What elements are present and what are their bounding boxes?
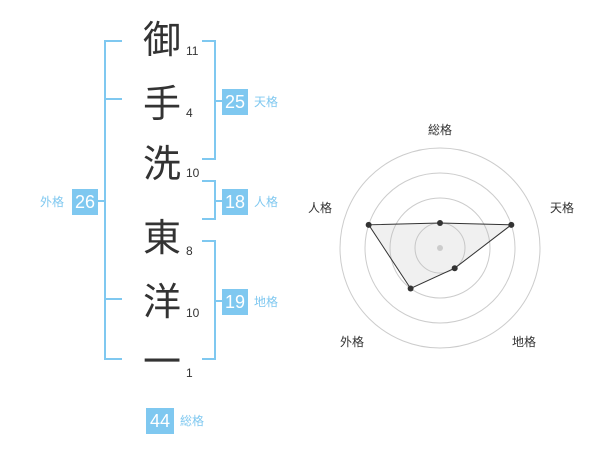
radar-point-3 <box>451 265 458 272</box>
name-char-5: 洋 <box>142 280 181 324</box>
radar-axis-label-1: 総格 <box>428 122 452 137</box>
radar-ring-4 <box>339 147 541 349</box>
radar-center-dot <box>437 245 443 251</box>
radar-point-5 <box>365 221 372 228</box>
tenkaku-connector <box>214 100 222 102</box>
chikaku-badge: 19 <box>222 289 248 315</box>
radar-axis-label-5: 人格 <box>308 200 332 215</box>
name-char-6: 一 <box>142 340 181 384</box>
jinkaku-label: 人格 <box>254 195 279 209</box>
gaikaku-bracket-top <box>104 40 122 42</box>
chikaku-bracket-top <box>202 240 216 242</box>
radar-grid <box>339 147 541 349</box>
chikaku-connector <box>214 300 222 302</box>
stroke-count-6: 1 <box>186 366 193 380</box>
chikaku-bracket-bottom <box>202 358 216 360</box>
gaikaku-connector <box>98 200 106 202</box>
stroke-count-2: 4 <box>186 106 193 120</box>
gaikaku-label: 外格 <box>40 195 65 209</box>
tenkaku-label: 天格 <box>254 95 279 109</box>
radar-ring-2 <box>389 197 491 299</box>
soukaku-badge: 44 <box>146 408 174 434</box>
gaikaku-tick-2 <box>104 298 122 300</box>
chikaku-label: 地格 <box>254 295 279 309</box>
radar-point-4 <box>407 285 414 292</box>
stroke-count-5: 10 <box>186 306 200 320</box>
jinkaku-bracket-bottom <box>202 218 216 220</box>
radar-axis-label-4: 外格 <box>340 334 364 349</box>
gaikaku-badge: 26 <box>72 189 98 215</box>
soukaku-label: 総格 <box>180 414 205 428</box>
stroke-count-3: 10 <box>186 166 200 180</box>
tenkaku-badge: 25 <box>222 89 248 115</box>
radar-data-polygon <box>367 222 513 290</box>
radar-ring-3 <box>364 172 516 324</box>
radar-point-2 <box>508 221 515 228</box>
jinkaku-connector <box>214 200 222 202</box>
radar-axis-label-3: 地格 <box>512 334 536 349</box>
stroke-count-1: 11 <box>186 44 199 58</box>
stroke-count-4: 8 <box>186 244 193 258</box>
radar-axis-label-2: 天格 <box>550 200 574 215</box>
name-char-3: 洗 <box>142 142 181 186</box>
gaikaku-bracket-bottom <box>104 358 122 360</box>
jinkaku-badge: 18 <box>222 189 248 215</box>
tenkaku-bracket-bottom <box>202 158 216 160</box>
name-char-1: 御 <box>142 18 181 62</box>
radar-point-1 <box>437 220 443 226</box>
jinkaku-bracket-top <box>202 180 216 182</box>
tenkaku-bracket-top <box>202 40 216 42</box>
gaikaku-tick-1 <box>104 98 122 100</box>
name-char-4: 東 <box>142 216 181 260</box>
radar-points <box>365 220 515 292</box>
name-char-2: 手 <box>142 82 181 126</box>
